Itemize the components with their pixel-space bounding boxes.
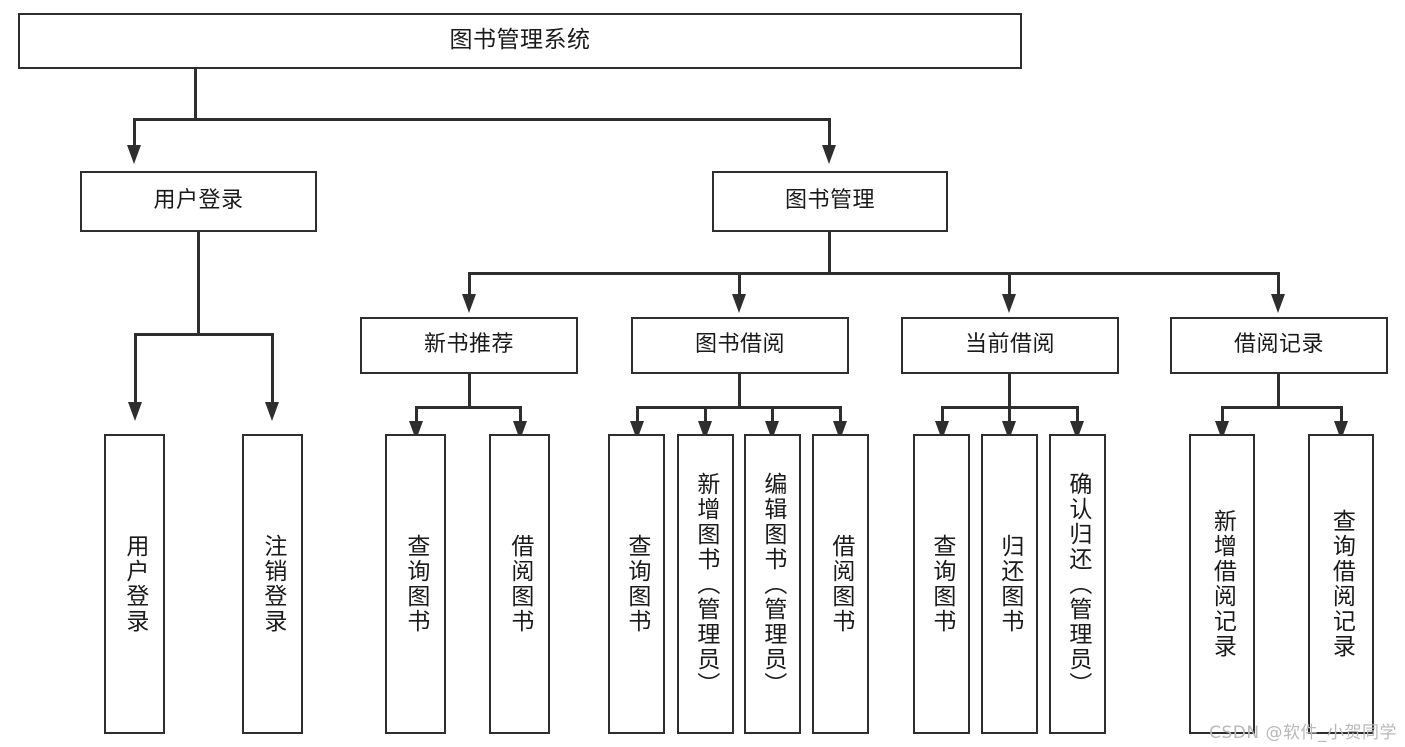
node-label: 用户登录: [121, 534, 148, 634]
node-new-book-recommend[interactable]: 新书推荐: [360, 317, 578, 374]
node-label: 用户登录: [153, 188, 244, 214]
node-label: 借阅记录: [1233, 332, 1324, 358]
node-book-borrow[interactable]: 图书借阅: [631, 317, 849, 374]
node-root-book-management-system[interactable]: 图书管理系统: [18, 13, 1022, 69]
edge-bb-child-2: [704, 406, 707, 426]
arrow-to-book-management: [822, 145, 836, 164]
node-label: 图书管理系统: [449, 27, 591, 54]
edge-root-bus: [133, 118, 831, 121]
edge-nbr-child-1: [415, 406, 418, 426]
node-label: 借阅图书: [827, 534, 854, 634]
edge-root-stem: [194, 69, 197, 119]
node-label: 新书推荐: [423, 332, 514, 358]
node-label: 图书管理: [784, 188, 875, 214]
edge-nbr-bus: [415, 406, 522, 409]
arrow-bm-child-3: [1002, 294, 1016, 313]
node-label: 当前借阅: [964, 332, 1055, 358]
edge-user-login-child-1: [134, 333, 137, 405]
node-label: 查询图书: [402, 534, 429, 634]
arrow-bm-child-4: [1271, 294, 1285, 313]
edge-br-bus: [1221, 406, 1342, 409]
edge-book-management-bus: [468, 272, 1280, 275]
edge-book-management-stem: [828, 232, 831, 274]
edge-bb-stem: [738, 374, 741, 408]
leaf-query-borrow-record[interactable]: 查询借阅记录: [1308, 434, 1374, 734]
node-borrow-record[interactable]: 借阅记录: [1170, 317, 1388, 374]
edge-user-login-stem: [197, 232, 200, 335]
edge-bm-child-3: [1008, 272, 1011, 297]
edge-br-stem: [1277, 374, 1280, 408]
node-current-borrow[interactable]: 当前借阅: [901, 317, 1119, 374]
edge-bb-child-1: [636, 406, 639, 426]
node-label: 新增借阅记录: [1209, 509, 1236, 659]
leaf-add-book-admin[interactable]: 新增图书（管理员）: [677, 434, 734, 734]
edge-cb-child-2: [1008, 406, 1011, 426]
leaf-return-book[interactable]: 归还图书: [981, 434, 1038, 734]
node-book-management[interactable]: 图书管理: [712, 171, 948, 232]
arrow-user-login-child-1: [128, 402, 142, 421]
edge-br-child-1: [1221, 406, 1224, 426]
edge-bm-child-4: [1277, 272, 1280, 297]
edge-cb-child-3: [1076, 406, 1079, 426]
node-label: 查询图书: [928, 534, 955, 634]
edge-bm-child-1: [468, 272, 471, 297]
node-label: 确认归还（管理员）: [1064, 471, 1091, 697]
node-label: 图书借阅: [694, 332, 785, 358]
node-label: 编辑图书（管理员）: [759, 471, 786, 697]
arrow-bm-child-2: [732, 294, 746, 313]
edge-root-to-user-login: [133, 118, 136, 148]
edge-cb-stem: [1008, 374, 1011, 408]
edge-bb-bus: [636, 406, 842, 409]
edge-br-child-2: [1340, 406, 1343, 426]
edge-root-to-book-management: [828, 118, 831, 148]
edge-bm-child-2: [738, 272, 741, 297]
leaf-add-borrow-record[interactable]: 新增借阅记录: [1189, 434, 1255, 734]
leaf-query-book-cb[interactable]: 查询图书: [913, 434, 970, 734]
node-label: 查询图书: [623, 534, 650, 634]
arrow-to-user-login: [127, 145, 141, 164]
edge-bb-child-4: [839, 406, 842, 426]
node-label: 归还图书: [996, 534, 1023, 634]
edge-user-login-child-2: [271, 333, 274, 405]
leaf-borrow-book-nbr[interactable]: 借阅图书: [489, 434, 550, 734]
leaf-borrow-book-bb[interactable]: 借阅图书: [812, 434, 869, 734]
node-label: 新增图书（管理员）: [692, 471, 719, 697]
edge-nbr-child-2: [519, 406, 522, 426]
node-label: 借阅图书: [506, 534, 533, 634]
edge-cb-child-1: [941, 406, 944, 426]
edge-bb-child-3: [771, 406, 774, 426]
leaf-logout[interactable]: 注销登录: [242, 434, 303, 734]
edge-nbr-stem: [468, 374, 471, 408]
leaf-query-book-bb[interactable]: 查询图书: [608, 434, 665, 734]
leaf-user-login[interactable]: 用户登录: [104, 434, 165, 734]
edge-user-login-bus: [134, 333, 273, 336]
arrow-user-login-child-2: [265, 402, 279, 421]
leaf-query-book-nbr[interactable]: 查询图书: [385, 434, 446, 734]
node-user-login[interactable]: 用户登录: [80, 171, 317, 232]
watermark-text: CSDN @软件_小贺同学: [1209, 723, 1397, 743]
leaf-edit-book-admin[interactable]: 编辑图书（管理员）: [744, 434, 801, 734]
arrow-bm-child-1: [462, 294, 476, 313]
leaf-confirm-return-admin[interactable]: 确认归还（管理员）: [1049, 434, 1106, 734]
node-label: 查询借阅记录: [1328, 509, 1355, 659]
node-label: 注销登录: [259, 534, 286, 634]
